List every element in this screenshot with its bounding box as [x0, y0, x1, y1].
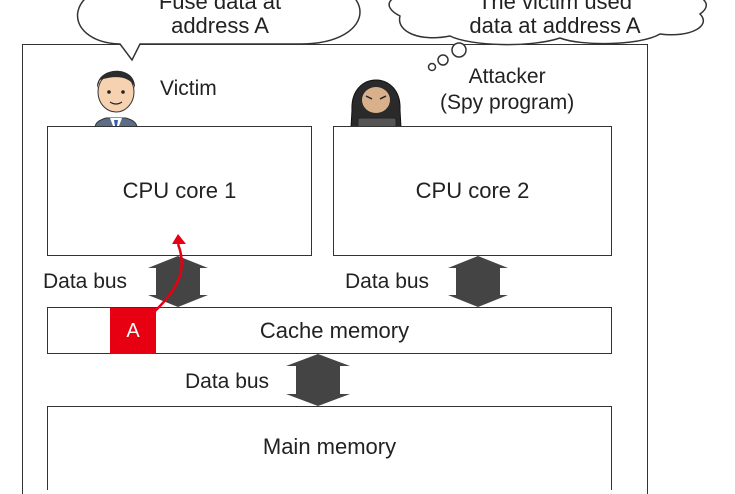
attacker-thought-text: The victim used data at address A: [430, 0, 680, 38]
victim-label: Victim: [160, 77, 217, 100]
main-memory-label: Main memory: [262, 433, 397, 459]
cache-memory-label: Cache memory: [259, 317, 410, 343]
victim-speech-line1: Fuse data at: [158, 0, 282, 14]
cpu-core-2: CPU core 2: [333, 126, 612, 256]
attacker-label-line1: Attacker: [468, 65, 546, 88]
attacker-thought-line2: data at address A: [469, 13, 641, 38]
data-bus-left-label: Data bus: [43, 270, 128, 293]
thought-dot-medium: [437, 54, 449, 66]
victim-speech-bubble: [76, 0, 361, 62]
attacker-label-line2: (Spy program): [440, 91, 575, 114]
attacker-label: Attacker (Spy program): [440, 64, 574, 116]
victim-speech-line2: address A: [171, 13, 269, 38]
main-memory: Main memory: [47, 406, 612, 490]
cache-line-a: A: [110, 308, 156, 354]
thought-dot-large: [451, 42, 467, 58]
thought-dot-small: [427, 62, 437, 72]
attacker-thought-line1: The victim used: [477, 0, 633, 14]
victim-speech-text: Fuse data at address A: [140, 0, 300, 38]
attacker-thought-bubble: [388, 0, 707, 72]
system-frame: [22, 44, 648, 494]
data-bus-right-label: Data bus: [345, 270, 430, 293]
cache-line-a-label: A: [126, 319, 140, 342]
cpu-core-1-label: CPU core 1: [122, 178, 237, 203]
data-bus-bottom-label: Data bus: [185, 370, 270, 393]
cpu-core-1: CPU core 1: [47, 126, 312, 256]
cpu-core-2-label: CPU core 2: [415, 178, 530, 203]
